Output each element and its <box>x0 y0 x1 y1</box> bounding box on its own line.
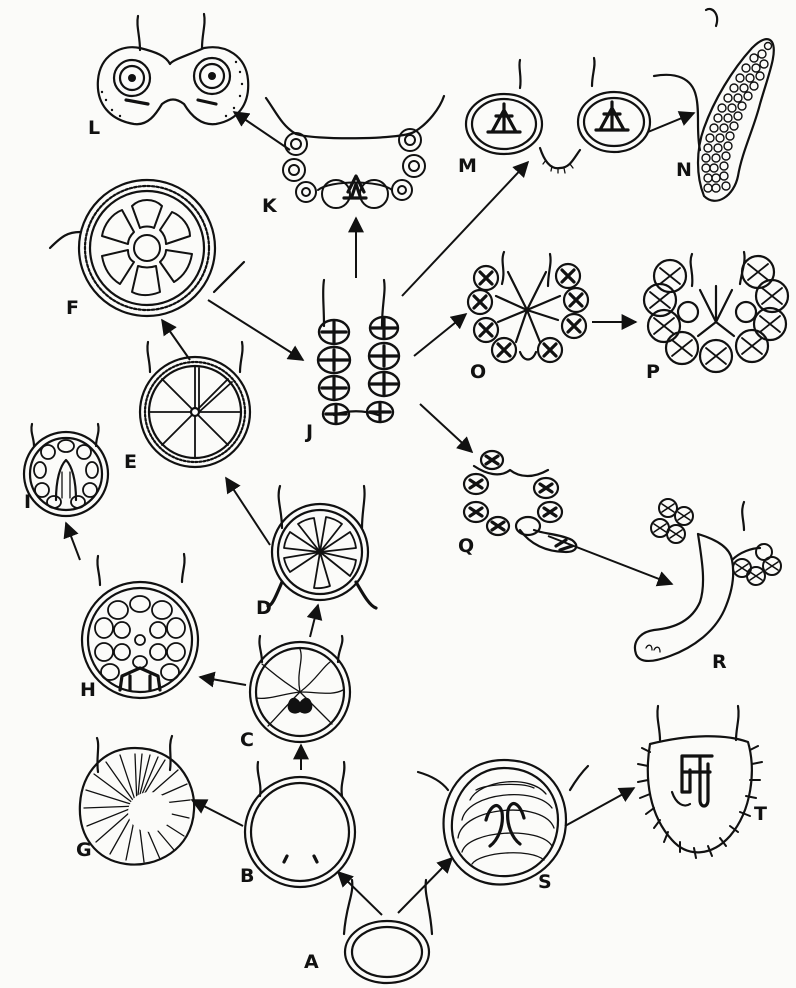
node-L <box>98 14 248 124</box>
label-N: N <box>676 159 692 181</box>
label-E: E <box>124 451 137 473</box>
arrow-B-G <box>192 800 243 826</box>
node-M <box>466 58 650 173</box>
label-S: S <box>538 871 552 893</box>
label-D: D <box>256 597 272 619</box>
node-G <box>80 736 194 865</box>
node-F <box>50 180 244 316</box>
node-O <box>468 252 588 362</box>
label-O: O <box>470 361 486 383</box>
arrow-K-L <box>234 112 290 150</box>
node-P <box>644 252 788 372</box>
arrow-M-N <box>648 113 694 132</box>
label-H: H <box>80 679 96 701</box>
label-T: T <box>754 803 767 825</box>
arrow-H-I <box>66 523 80 560</box>
node-K <box>266 96 444 208</box>
label-J: J <box>304 421 313 443</box>
node-N <box>654 9 774 201</box>
node-B <box>245 762 355 887</box>
label-I: I <box>24 491 31 513</box>
label-P: P <box>646 361 660 383</box>
arrow-C-H <box>200 677 246 685</box>
arrow-Q-R <box>548 536 672 584</box>
arrow-F-J <box>208 300 303 360</box>
node-C <box>250 636 350 742</box>
label-L: L <box>88 117 100 139</box>
label-K: K <box>262 195 278 217</box>
node-Q <box>464 451 576 552</box>
arrow-D-E <box>226 478 270 545</box>
label-C: C <box>240 729 254 751</box>
arrow-J-Q <box>420 404 472 452</box>
node-T <box>638 706 762 858</box>
arrow-J-O <box>414 314 466 356</box>
arrow-A-B <box>338 872 382 915</box>
node-J <box>318 280 399 424</box>
arrow-E-F <box>162 320 190 360</box>
label-M: M <box>458 155 477 177</box>
label-G: G <box>76 839 92 861</box>
node-D <box>268 486 376 608</box>
label-A: A <box>304 951 319 973</box>
node-H <box>82 554 198 698</box>
node-A <box>344 880 432 983</box>
node-R <box>635 499 781 661</box>
label-R: R <box>712 651 727 673</box>
label-Q: Q <box>458 535 474 557</box>
label-B: B <box>240 865 254 887</box>
node-I <box>24 424 108 516</box>
node-E <box>140 342 250 467</box>
arrow-S-T <box>565 788 634 826</box>
node-labels: A B C D E F G H I J K L M N O P Q R S T <box>24 117 767 973</box>
label-F: F <box>66 297 79 319</box>
arrow-C-D <box>310 605 318 637</box>
